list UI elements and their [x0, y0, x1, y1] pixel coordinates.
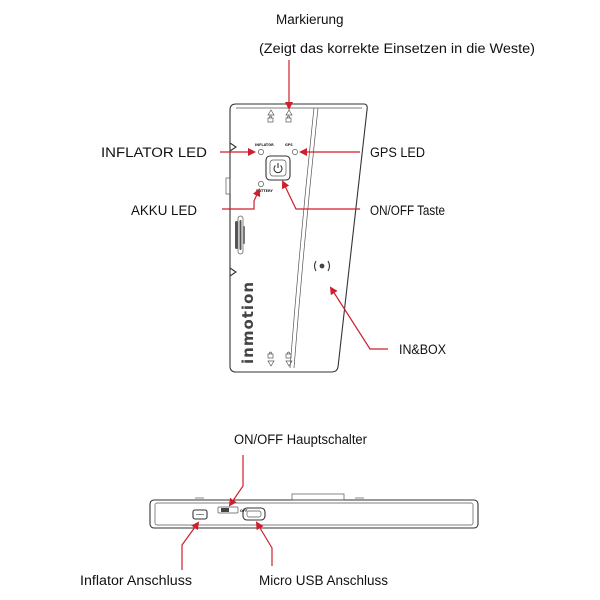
button-cluster: INFLATOR GPS BATTERY: [255, 143, 298, 193]
marking-symbols-bottom: [267, 351, 293, 367]
arrow-hauptschalter: [228, 455, 244, 507]
arrow-inbox: [329, 286, 388, 350]
annotation-labels: Markierung (Zeigt das korrekte Einsetzen…: [80, 12, 535, 588]
gps-led: [292, 149, 298, 155]
left-notch-bottom: [229, 267, 237, 277]
device-bottom-view: OFF: [149, 493, 479, 529]
inflator-port[interactable]: [192, 509, 208, 520]
label-gps-led: GPS LED: [370, 145, 425, 160]
arrow-akku-led: [222, 188, 261, 210]
arrow-on-off-taste: [281, 180, 360, 210]
on-off-button-frame: [265, 155, 291, 181]
speaker-grille: [235, 215, 245, 255]
power-icon[interactable]: [273, 163, 283, 174]
brand-logo-text: inmotion: [239, 281, 257, 364]
label-akku-led: AKKU LED: [131, 203, 197, 218]
label-on-off-hauptschalter: ON/OFF Hauptschalter: [234, 432, 367, 447]
main-switch[interactable]: OFF: [217, 506, 248, 514]
label-markierung-note: (Zeigt das korrekte Einsetzen in die Wes…: [259, 41, 535, 56]
arrow-inflator-anschluss: [181, 521, 200, 570]
label-inflator-anschluss: Inflator Anschluss: [80, 573, 192, 588]
label-inbox: IN&BOX: [399, 342, 446, 357]
label-on-off-taste: ON/OFF Taste: [370, 203, 445, 218]
battery-led: [258, 181, 264, 187]
annotation-arrows: [181, 60, 388, 570]
label-micro-usb-anschluss: Micro USB Anschluss: [259, 573, 388, 588]
battery-tiny-label: BATTERY: [256, 189, 273, 193]
marking-symbols-top: [267, 109, 293, 123]
label-inflator-led: INFLATOR LED: [101, 145, 207, 160]
inflator-tiny-label: INFLATOR: [255, 143, 274, 147]
gps-tiny-label: GPS: [285, 143, 293, 147]
inflator-led: [258, 149, 264, 155]
off-tiny-label: OFF: [240, 509, 248, 513]
label-markierung: Markierung: [276, 12, 344, 27]
micro-usb-port[interactable]: [242, 507, 266, 521]
arrow-micro-usb: [255, 521, 273, 566]
nfc-icon: [313, 260, 331, 272]
left-notch-top: [229, 142, 237, 152]
device-front-view: INFLATOR GPS BATTERY inmotion: [225, 103, 368, 373]
